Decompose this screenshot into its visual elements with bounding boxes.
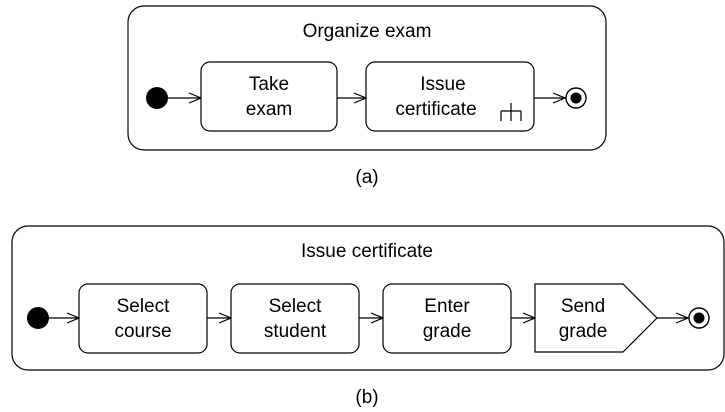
action-label-line1: Take <box>249 74 289 95</box>
action-label-line2: exam <box>246 99 292 120</box>
activity-frame-organize-exam <box>127 5 607 151</box>
activity-title-issue-certificate: Issue certificate <box>301 241 433 262</box>
action-label-line2: certificate <box>395 99 476 120</box>
action-label-line1: Issue <box>420 74 465 95</box>
action-label-line2: course <box>114 321 171 342</box>
action-label-line1: Send <box>561 296 605 317</box>
diagram-b: Issue certificate Select course Select s… <box>11 225 725 408</box>
caption-b: (b) <box>355 387 378 408</box>
action-label-line1: Select <box>269 296 323 317</box>
action-select-course[interactable]: Select course <box>78 283 208 354</box>
action-label-line2: grade <box>423 321 472 342</box>
initial-node <box>27 307 49 329</box>
action-enter-grade[interactable]: Enter grade <box>382 283 512 354</box>
action-take-exam[interactable]: Take exam <box>200 61 338 132</box>
action-label-line2: student <box>264 321 327 342</box>
activity-frame-issue-certificate <box>11 225 725 371</box>
final-node <box>688 307 710 329</box>
action-select-student[interactable]: Select student <box>230 283 360 354</box>
activity-title-organize-exam: Organize exam <box>303 21 432 42</box>
final-node <box>565 87 587 109</box>
send-signal-action-send-grade[interactable]: Send grade <box>534 283 658 353</box>
action-label-line1: Select <box>117 296 171 317</box>
initial-node <box>146 87 168 109</box>
action-issue-certificate[interactable]: Issue certificate <box>365 61 535 132</box>
rake-icon <box>500 103 522 121</box>
diagram-a: Organize exam Take exam Issue certificat… <box>127 5 607 188</box>
action-label-line1: Enter <box>424 296 470 317</box>
action-label-line2: grade <box>559 321 608 342</box>
caption-a: (a) <box>355 167 378 188</box>
